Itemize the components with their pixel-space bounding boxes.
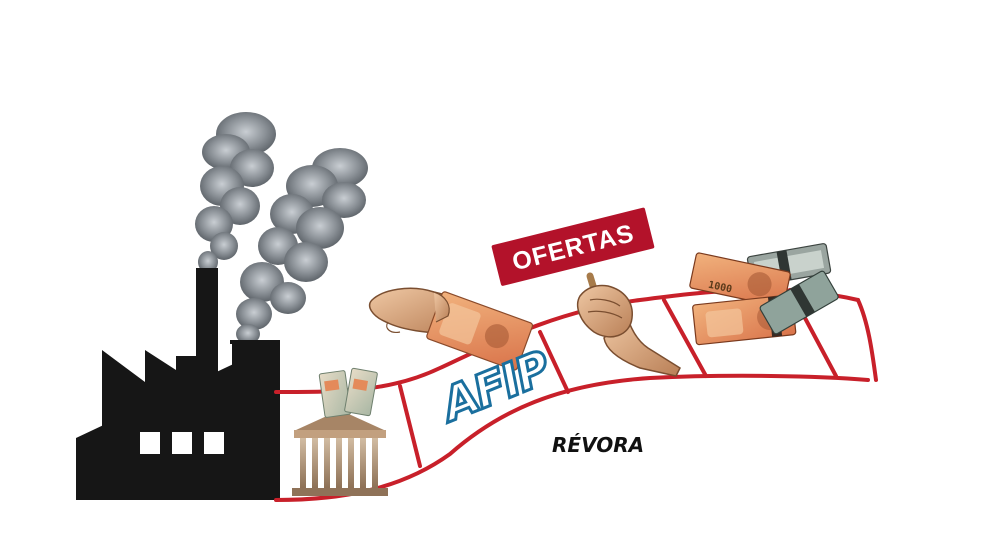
hand-with-banknote	[368, 287, 534, 371]
arm-holding-sign	[576, 284, 681, 377]
bank-building	[292, 410, 388, 496]
money-stack: 1000	[689, 243, 839, 346]
banknotes-on-bank	[318, 367, 378, 418]
smoke-plume-left	[195, 112, 276, 273]
smoke-plume-right	[236, 148, 368, 344]
artist-signature: RÉVORA	[552, 433, 644, 457]
ofertas-sign: OFERTAS	[491, 207, 655, 326]
factory-silhouette	[76, 268, 280, 500]
banknote-denomination: 1000	[707, 280, 733, 296]
